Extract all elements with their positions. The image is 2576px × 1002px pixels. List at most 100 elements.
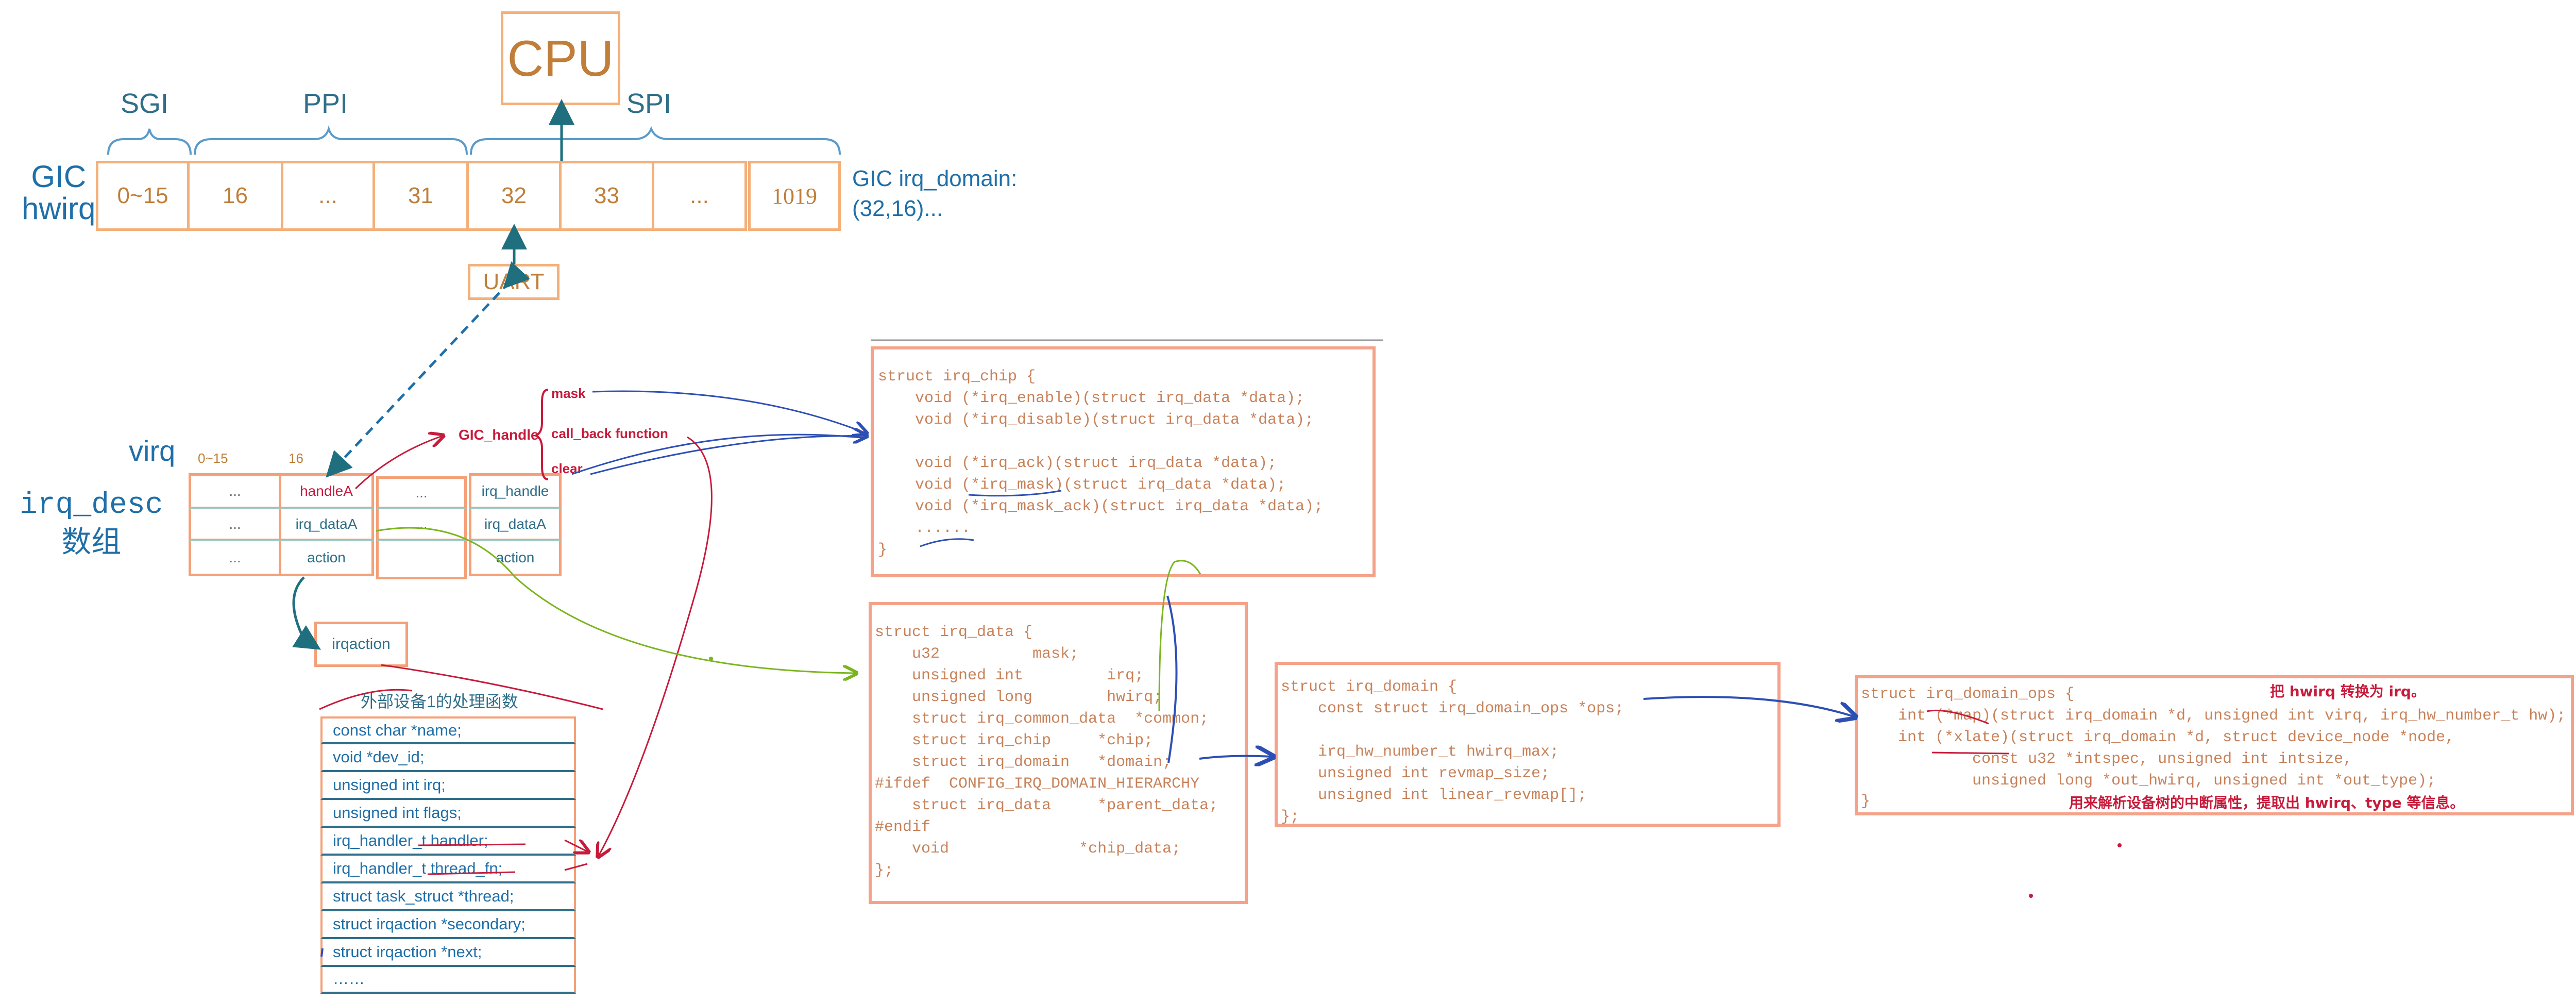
- irq-domain-ops-line-4: unsigned long *out_hwirq, unsigned int *…: [1861, 772, 2436, 790]
- irqaction-field-7: struct irqaction *secondary;: [320, 911, 576, 939]
- irq-domain-code-box: struct irq_domain { const struct irq_dom…: [1275, 662, 1781, 827]
- xlate-note: 用来解析设备树的中断属性，提取出 hwirq、type 等信息。: [2069, 794, 2465, 811]
- domain-pointer-arrow: [1199, 756, 1272, 759]
- spi-brace: [470, 126, 841, 155]
- hwirq-cell-7: 1019: [748, 161, 841, 231]
- irq-data-line-7: #ifdef CONFIG_IRQ_DOMAIN_HIERARCHY: [875, 775, 1200, 793]
- irq-data-code-box: struct irq_data { u32 mask; unsigned int…: [869, 602, 1248, 904]
- irq-domain-line-1: const struct irq_domain_ops *ops;: [1281, 700, 1624, 717]
- mask-annotation: mask: [551, 386, 586, 401]
- irqaction-field-6: struct task_struct *thread;: [320, 883, 576, 911]
- handler-underline: [418, 843, 526, 846]
- irqaction-title: 外部设备1的处理函数: [361, 692, 518, 711]
- sgi-brace: [107, 128, 192, 155]
- handler-arrow: [564, 840, 587, 851]
- irq-data-line-5: struct irq_chip *chip;: [875, 732, 1154, 749]
- irq-data-line-4: struct irq_common_data *common;: [875, 710, 1209, 728]
- irq-chip-line-1: void (*irq_enable)(struct irq_data *data…: [878, 390, 1305, 407]
- irqdata-arrow: [376, 527, 855, 673]
- clear-arrow: [590, 436, 866, 475]
- stray-left-mark: [320, 948, 324, 957]
- desc-cell-2-1: action: [281, 540, 374, 576]
- col-label-0-15: 0~15: [198, 450, 228, 466]
- irqdata-to-chip: [1158, 560, 1201, 712]
- irqaction-field-2: unsigned int irq;: [320, 772, 576, 800]
- irq-data-line-6: struct irq_domain *domain;: [875, 754, 1172, 771]
- clear-annotation: clear: [551, 461, 583, 476]
- irq-chip-line-8: }: [878, 541, 888, 559]
- hwirq-cell-6: ...: [654, 161, 747, 231]
- desc-cell-1-3: irq_dataA: [469, 508, 562, 541]
- chip-pointer-arrow: [1166, 595, 1178, 763]
- chip-arrow: [571, 433, 866, 475]
- irq-domain-line-3: irq_hw_number_t hwirq_max;: [1281, 743, 1560, 761]
- map-note: 把 hwirq 转换为 irq。: [2270, 683, 2426, 700]
- col-label-16: 16: [289, 450, 303, 466]
- irq-data-line-0: struct irq_data {: [875, 624, 1033, 641]
- threadfn-underline: [427, 871, 516, 875]
- irq-domain-line-4: unsigned int revmap_size;: [1281, 765, 1550, 782]
- irq-data-line-9: #endif: [875, 819, 931, 836]
- irq-domain-ops-line-0: struct irq_domain_ops {: [1861, 686, 2075, 703]
- sgi-label: SGI: [121, 88, 169, 119]
- virq-label: virq: [129, 435, 176, 467]
- callback-annotation: call_back function: [551, 426, 668, 441]
- hwirq-cell-5: 33: [562, 161, 654, 231]
- irqaction-field-9: ……: [320, 967, 576, 994]
- handle-to-gichandle: [354, 436, 442, 490]
- action-to-irqaction: [292, 576, 321, 650]
- irq-domain-ops-line-2: int (*xlate)(struct irq_domain *d, struc…: [1861, 729, 2455, 746]
- uart-virq-dashed: [326, 261, 530, 478]
- irq-data-line-2: unsigned int irq;: [875, 667, 1144, 684]
- irq-domain-line-5: unsigned int linear_revmap[];: [1281, 787, 1587, 804]
- mask-underline: [968, 490, 1062, 497]
- irq-chip-line-7: ......: [878, 520, 971, 537]
- dot-a: [709, 657, 713, 661]
- desc-cell-0-0: ...: [189, 473, 281, 509]
- irqaction-red-line: [381, 664, 603, 710]
- irqaction-field-5: irq_handler_t thread_fn;: [320, 856, 576, 883]
- ppi-brace: [194, 125, 468, 155]
- irq-chip-line-2: void (*irq_disable)(struct irq_data *dat…: [878, 411, 1314, 429]
- dots-underline: [920, 538, 974, 547]
- spi-label: SPI: [626, 88, 672, 119]
- irq-chip-code-box: struct irq_chip { void (*irq_enable)(str…: [871, 346, 1376, 577]
- desc-cell-2-3: action: [469, 540, 562, 576]
- dot-c: [2029, 894, 2033, 898]
- irq-data-line-11: };: [875, 862, 894, 879]
- gic-irq-domain-label: GIC irq_domain:(32,16)...: [852, 166, 1018, 221]
- hwirq-cell-3: 31: [375, 161, 469, 231]
- irq-domain-line-6: };: [1281, 808, 1300, 826]
- irq-chip-line-6: void (*irq_mask_ack)(struct irq_data *da…: [878, 498, 1324, 515]
- hwirq-cell-1: 16: [190, 161, 283, 231]
- irq-domain-ops-line-1: int (*map)(struct irq_domain *d, unsigne…: [1861, 707, 2566, 725]
- desc-cell-1-1: irq_dataA: [281, 508, 374, 541]
- irq-domain-ops-line-5: }: [1861, 793, 1871, 810]
- irqaction-field-1: void *dev_id;: [320, 744, 576, 772]
- irq-chip-line-5: void (*irq_mask)(struct irq_data *data);: [878, 476, 1286, 494]
- desc-cell-2-0: ...: [189, 540, 281, 576]
- irqaction-field-0: const char *name;: [320, 716, 576, 744]
- irq-data-line-8: struct irq_data *parent_data;: [875, 797, 1218, 814]
- desc-cell-1-0: ...: [189, 508, 281, 541]
- irqaction-field-8: struct irqaction *next;: [320, 939, 576, 967]
- callback-brace: [533, 389, 549, 480]
- irq-data-line-1: u32 mask;: [875, 645, 1079, 663]
- hwirq-cell-0: 0~15: [96, 161, 190, 231]
- dot-b: [2117, 843, 2122, 847]
- irqaction-field-3: unsigned int flags;: [320, 800, 576, 828]
- callback-to-handler: [599, 436, 713, 856]
- mask-arrow: [592, 390, 866, 433]
- hwirq-cell-2: ...: [283, 161, 375, 231]
- irqaction-red-line2: [319, 689, 413, 710]
- irq-chip-line-4: void (*irq_ack)(struct irq_data *data);: [878, 455, 1277, 472]
- irq-data-line-3: unsigned long hwirq;: [875, 689, 1163, 706]
- desc-cell-2-2: [376, 540, 467, 579]
- irq-chip-line-0: struct irq_chip {: [878, 368, 1036, 386]
- xlate-underline: [1931, 751, 2010, 755]
- map-underline: [1926, 709, 1989, 725]
- irq-domain-line-0: struct irq_domain {: [1281, 678, 1458, 696]
